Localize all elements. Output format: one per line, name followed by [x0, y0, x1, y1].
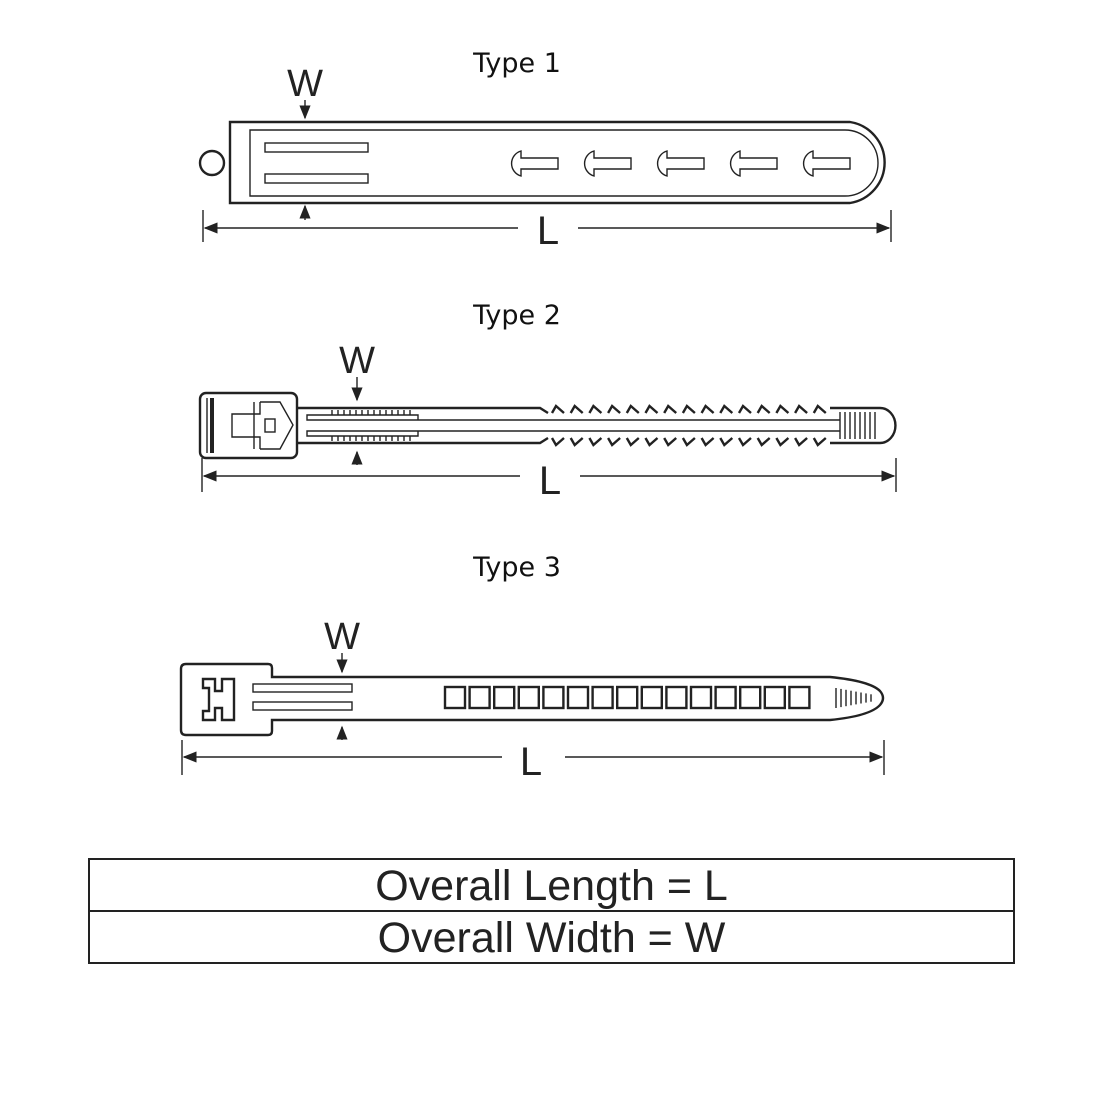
square-hole — [566, 685, 590, 710]
type-3-length-label: L — [520, 740, 542, 784]
square-hole — [739, 685, 762, 710]
type-1-length-label: L — [537, 209, 559, 253]
slot — [252, 683, 353, 693]
dimension-legend-table: Overall Length = L Overall Width = W — [88, 858, 1015, 964]
arrow-hole — [729, 150, 778, 177]
type-2-drawing: Type 2 W L — [198, 300, 897, 503]
slot — [264, 173, 369, 184]
strap-inner-outline — [249, 129, 879, 197]
tooth — [625, 404, 640, 447]
square-hole — [493, 685, 516, 710]
tooth — [550, 404, 565, 447]
square-hole — [468, 685, 491, 710]
tooth — [569, 404, 584, 447]
locking-head — [201, 677, 236, 722]
square-hole-row — [443, 685, 811, 710]
tooth — [663, 404, 677, 447]
square-hole — [714, 685, 737, 710]
tooth — [737, 404, 752, 447]
type-3-width-label: W — [324, 616, 360, 658]
square-hole — [616, 685, 639, 710]
slot — [264, 142, 369, 153]
tooth — [794, 404, 808, 447]
slot — [252, 701, 353, 711]
tooth — [607, 404, 621, 447]
tooth — [588, 404, 603, 447]
type-1-title: Type 1 — [472, 48, 561, 79]
square-hole — [591, 685, 614, 710]
square-hole — [542, 685, 565, 710]
type-3-title: Type 3 — [472, 552, 561, 583]
tooth — [775, 404, 790, 447]
square-hole — [640, 685, 663, 710]
tooth — [812, 404, 827, 447]
tie-head — [198, 391, 299, 460]
type-3-drawing: Type 3 W L — [179, 552, 885, 784]
overall-length-row: Overall Length = L — [375, 862, 728, 910]
arrow-hole — [802, 150, 851, 177]
type-2-width-label: W — [339, 340, 375, 382]
type-1-width-label: W — [287, 63, 323, 105]
type-1-drawing: Type 1 W L — [198, 48, 892, 253]
type-2-title: Type 2 — [472, 300, 561, 331]
arrow-hole — [510, 150, 559, 177]
tie-outline — [179, 662, 885, 737]
square-hole — [443, 685, 467, 710]
pawl — [231, 401, 294, 450]
square-hole — [517, 685, 540, 710]
square-hole — [788, 685, 811, 710]
tooth — [644, 404, 659, 447]
strap-outline — [228, 120, 886, 205]
teeth-row — [550, 404, 827, 447]
hole-row — [510, 150, 851, 177]
strap-tip — [830, 406, 897, 445]
arrow-hole — [583, 150, 632, 177]
arrow-hole — [656, 150, 705, 177]
type-2-length-label: L — [539, 459, 561, 503]
tooth — [681, 404, 696, 447]
tooth — [719, 404, 734, 447]
square-hole — [689, 685, 713, 710]
tooth — [756, 404, 771, 447]
overall-width-row: Overall Width = W — [90, 910, 1013, 962]
square-hole — [665, 685, 688, 710]
strap-edge — [297, 406, 549, 445]
bumper — [198, 149, 226, 177]
square-hole — [763, 685, 786, 710]
tooth — [700, 404, 715, 447]
